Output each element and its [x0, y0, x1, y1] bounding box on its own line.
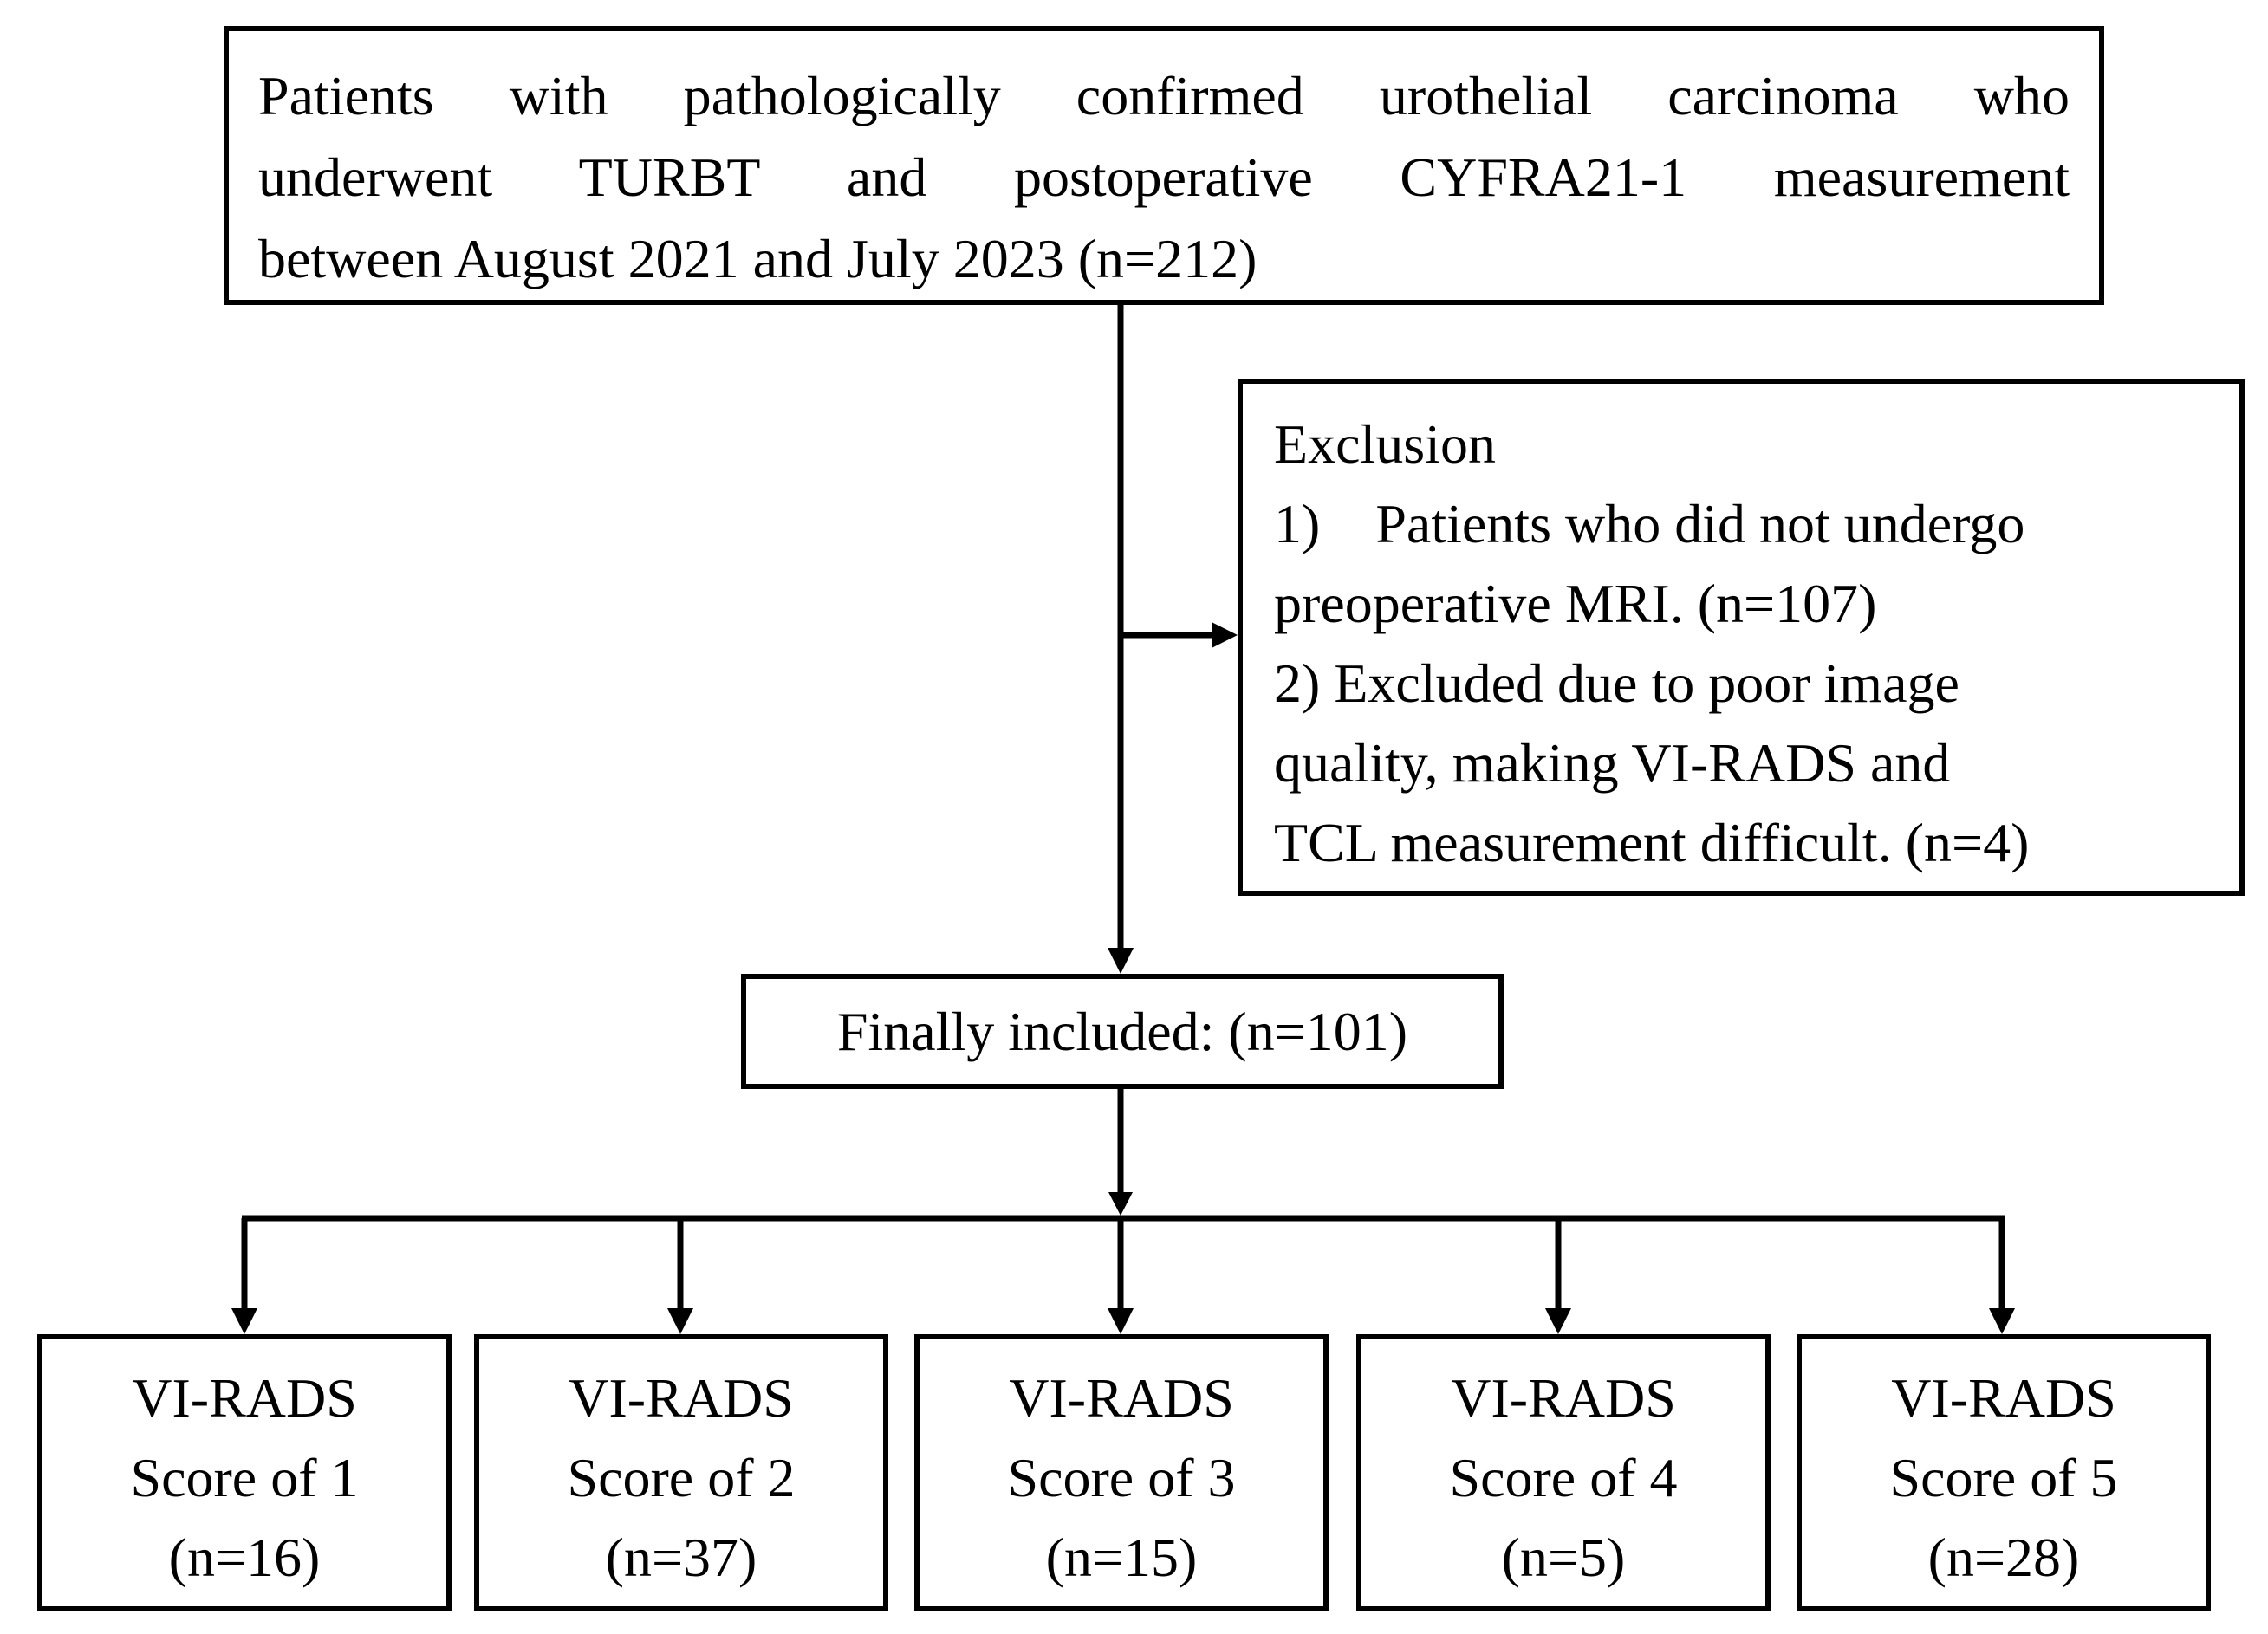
score-4-score: Score of 4	[1449, 1447, 1678, 1508]
score-2-score: Score of 2	[567, 1447, 796, 1508]
score-4-count: (n=5)	[1501, 1527, 1626, 1588]
exclusion-line-3: 2) Excluded due to poor image	[1274, 652, 1959, 714]
arrowhead-to-exclusion	[1212, 622, 1238, 648]
arrowhead-score-1	[231, 1308, 257, 1334]
score-1-score: Score of 1	[130, 1447, 359, 1508]
arrowhead-to-bar	[1108, 1192, 1133, 1216]
score-5-score: Score of 5	[1889, 1447, 2118, 1508]
patients-line-2: underwent TURBT and postoperative CYFRA2…	[258, 146, 2070, 208]
exclusion-box: Exclusion 1) Patients who did not underg…	[1238, 379, 2245, 896]
score-2-count: (n=37)	[605, 1527, 757, 1588]
exclusion-line-4: quality, making VI-RADS and	[1274, 732, 1951, 794]
exclusion-line-1: 1) Patients who did not undergo	[1274, 493, 2025, 554]
final-included-box: Finally included: (n=101)	[741, 974, 1504, 1089]
score-box-1: VI-RADS Score of 1 (n=16)	[37, 1334, 452, 1611]
patients-line-3: between August 2021 and July 2023 (n=212…	[258, 228, 1257, 289]
score-2-title: VI-RADS	[569, 1367, 794, 1429]
score-box-5: VI-RADS Score of 5 (n=28)	[1797, 1334, 2211, 1611]
exclusion-line-5: TCL measurement difficult. (n=4)	[1274, 812, 2030, 873]
score-5-title: VI-RADS	[1891, 1367, 2116, 1429]
patients-box: Patients with pathologically confirmed u…	[224, 26, 2104, 305]
arrowhead-score-4	[1545, 1308, 1571, 1334]
score-1-title: VI-RADS	[132, 1367, 357, 1429]
score-1-count: (n=16)	[168, 1527, 321, 1588]
final-included-label: Finally included: (n=101)	[836, 1001, 1408, 1062]
score-5-count: (n=28)	[1927, 1527, 2080, 1588]
patients-line-1: Patients with pathologically confirmed u…	[258, 65, 2070, 126]
score-box-3: VI-RADS Score of 3 (n=15)	[914, 1334, 1329, 1611]
exclusion-line-2: preoperative MRI. (n=107)	[1274, 573, 1877, 634]
score-4-title: VI-RADS	[1451, 1367, 1676, 1429]
arrowhead-score-2	[667, 1308, 693, 1334]
score-box-4: VI-RADS Score of 4 (n=5)	[1356, 1334, 1771, 1611]
score-3-title: VI-RADS	[1009, 1367, 1234, 1429]
exclusion-heading: Exclusion	[1274, 413, 1496, 475]
arrowhead-score-3	[1108, 1308, 1134, 1334]
arrowhead-score-5	[1989, 1308, 2015, 1334]
score-box-2: VI-RADS Score of 2 (n=37)	[474, 1334, 888, 1611]
score-3-score: Score of 3	[1007, 1447, 1236, 1508]
arrowhead-to-final	[1108, 948, 1134, 974]
score-3-count: (n=15)	[1045, 1527, 1198, 1588]
